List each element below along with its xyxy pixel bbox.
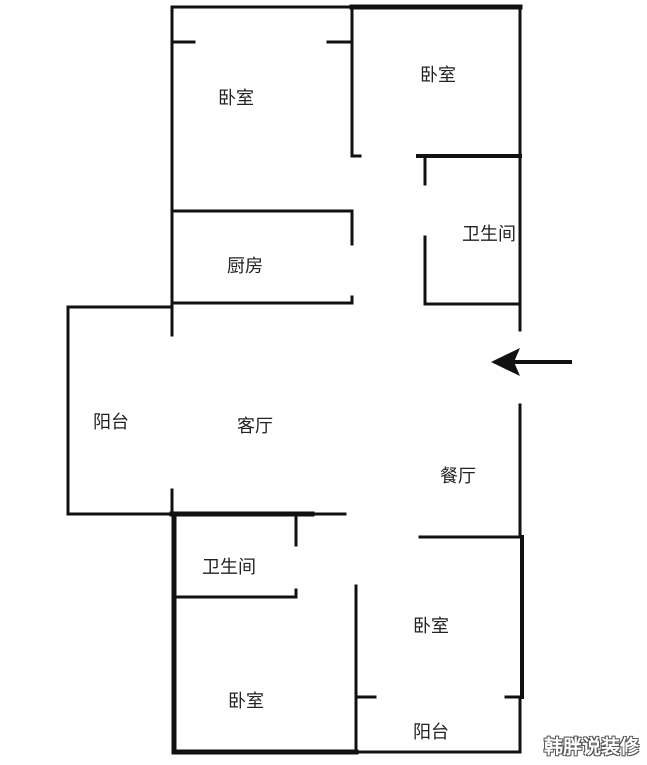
room-label-bedroom: 卧室 [218,88,254,109]
room-label-bathroom: 卫生间 [462,224,516,245]
room-label-bedroom: 卧室 [420,65,456,86]
watermark: 韩胖说装修 [543,736,639,758]
room-label-dining-room: 餐厅 [440,466,476,487]
room-label-bathroom: 卫生间 [202,557,256,578]
room-label-living-room: 客厅 [237,416,273,437]
room-label-balcony: 阳台 [93,412,129,433]
room-label-bedroom: 卧室 [413,616,449,637]
room-label-bedroom: 卧室 [228,691,264,712]
room-label-balcony: 阳台 [413,722,449,743]
arrow-left-icon [491,348,572,376]
room-label-kitchen: 厨房 [227,256,263,277]
